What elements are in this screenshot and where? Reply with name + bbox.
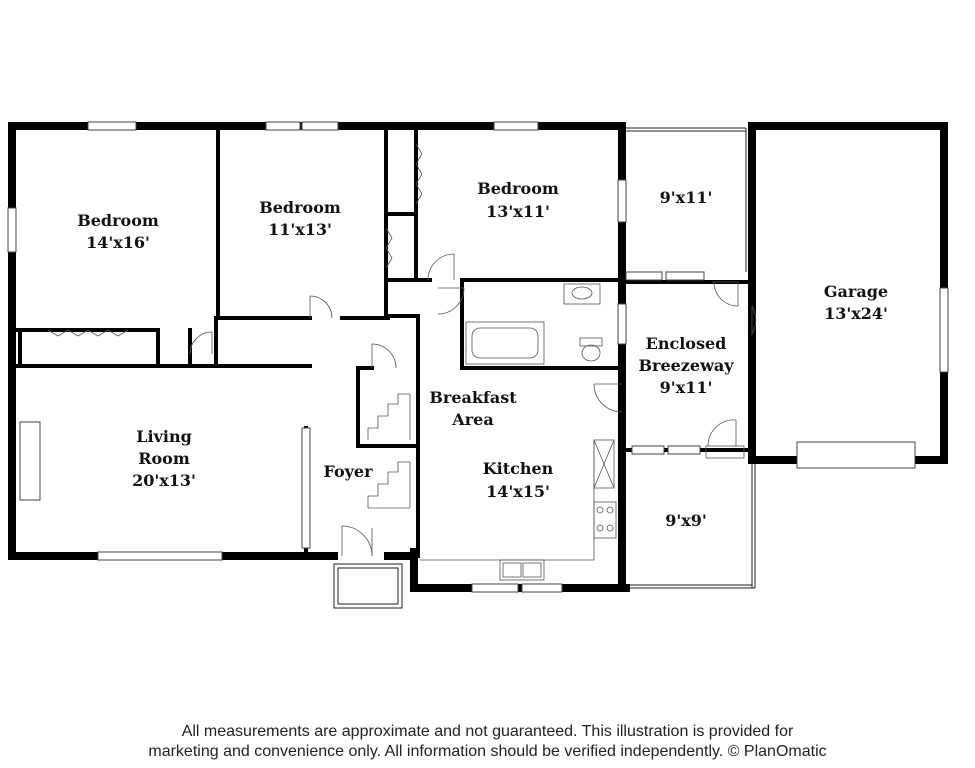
room-garage-name: Garage: [824, 282, 888, 301]
bathtub: [465, 321, 545, 365]
room-porch-bottom-size: 9'x9': [665, 511, 707, 530]
room-breezeway-line1: Enclosed: [646, 334, 727, 353]
room-bedroom-3-name: Bedroom: [477, 179, 559, 198]
room-garage-size: 13'x24': [824, 304, 888, 323]
disclaimer: All measurements are approximate and not…: [0, 722, 975, 762]
exterior-walls: [8, 122, 948, 592]
room-foyer-name: Foyer: [323, 462, 373, 481]
kitchen-counter: [420, 439, 615, 561]
room-breakfast-line1: Breakfast: [429, 388, 517, 407]
front-stoop: [333, 563, 403, 609]
kitchen-sink: [499, 559, 545, 581]
room-bedroom-2-size: 11'x13': [268, 220, 332, 239]
toilet: [579, 337, 603, 362]
room-bedroom-3-size: 13'x11': [486, 202, 550, 221]
room-breezeway-size: 9'x11': [660, 378, 713, 397]
stove: [593, 501, 617, 539]
room-breakfast-line2: Area: [451, 410, 493, 429]
room-porch-top-size: 9'x11': [660, 188, 713, 207]
room-bedroom-2-name: Bedroom: [259, 198, 341, 217]
room-living-size: 20'x13': [132, 471, 196, 490]
room-breezeway-line2: Breezeway: [638, 356, 734, 375]
stairs: [367, 393, 411, 509]
windows: [7, 121, 949, 593]
room-bedroom-1-name: Bedroom: [77, 211, 159, 230]
room-living-line1: Living: [136, 427, 192, 446]
doors: [189, 253, 757, 557]
porch-top-outline: [626, 127, 747, 272]
room-bedroom-1-size: 14'x16': [86, 233, 150, 252]
disclaimer-line-1: All measurements are approximate and not…: [181, 723, 794, 740]
bathroom-sink: [563, 283, 601, 305]
porch-bottom-outline: [626, 460, 756, 589]
room-kitchen-name: Kitchen: [483, 459, 554, 478]
room-living-line2: Room: [138, 449, 190, 468]
disclaimer-line-2: marketing and convenience only. All info…: [148, 743, 827, 760]
closet-bifold-doors: [47, 143, 423, 337]
room-kitchen-size: 14'x15': [486, 482, 550, 501]
interior-walls: [14, 126, 754, 558]
